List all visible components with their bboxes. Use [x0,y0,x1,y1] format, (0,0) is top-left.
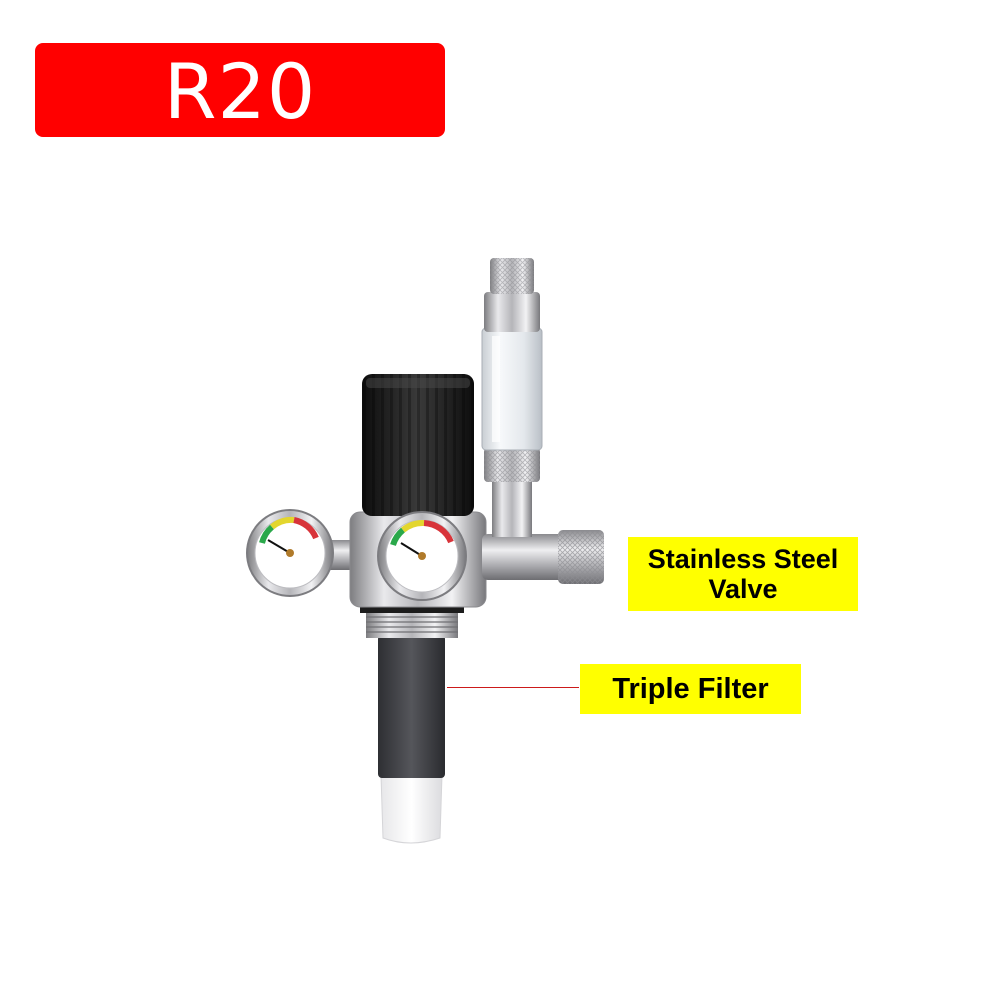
valve-label-line2: Valve [708,574,778,604]
title-badge: R20 [35,43,445,137]
model-title: R20 [163,47,317,136]
filter-pointer-line [447,687,579,688]
stainless-steel-valve-label: Stainless Steel Valve [628,537,858,611]
valve-label-line1: Stainless Steel [647,543,839,574]
filter-label-text: Triple Filter [612,672,769,705]
triple-filter-label: Triple Filter [580,664,801,714]
